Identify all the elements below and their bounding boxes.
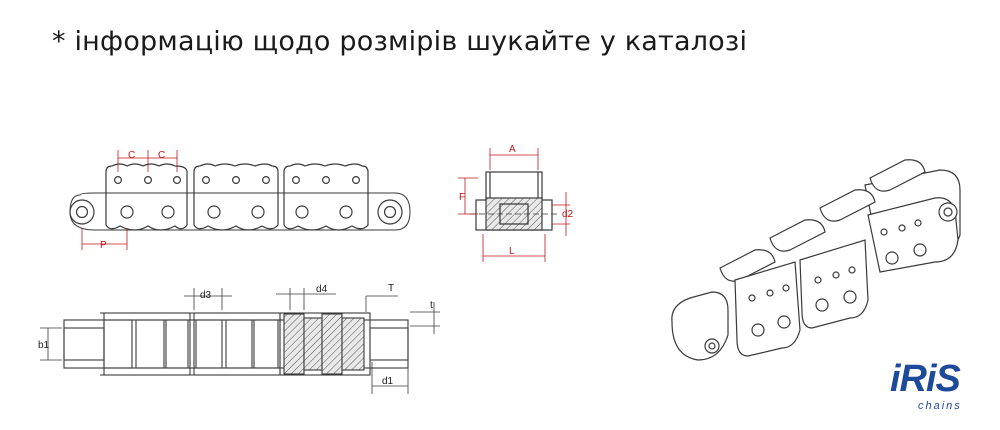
dim-label-t-lower: t (430, 300, 433, 311)
end-view-dimensions (458, 148, 570, 262)
side-view (69, 163, 411, 231)
dim-label-l: L (509, 246, 515, 257)
logo-wordmark: iRiS (890, 358, 961, 400)
dim-label-b1: b1 (38, 340, 50, 351)
dim-label-d2: d2 (562, 209, 574, 220)
catalog-note: * інформацію щодо розмірів шукайте у кат… (52, 26, 748, 57)
dim-label-d1: d1 (382, 376, 394, 387)
isometric-chain (671, 159, 961, 361)
dim-label-c1: C (128, 150, 135, 161)
plan-view (63, 312, 409, 376)
end-view (470, 171, 560, 231)
dim-label-p: P (100, 240, 107, 251)
dim-label-f: F (459, 192, 465, 203)
iris-chains-logo: iRiS chains (890, 358, 995, 422)
dim-label-d3: d3 (200, 290, 212, 301)
dim-label-c2: C (158, 150, 165, 161)
logo-subtitle: chains (918, 400, 962, 412)
dim-label-d4: d4 (316, 284, 328, 295)
plan-view-dimensions (40, 288, 440, 394)
side-view-dimensions (81, 150, 178, 250)
dim-label-t-upper: T (388, 283, 394, 294)
dim-label-a: A (509, 144, 516, 155)
